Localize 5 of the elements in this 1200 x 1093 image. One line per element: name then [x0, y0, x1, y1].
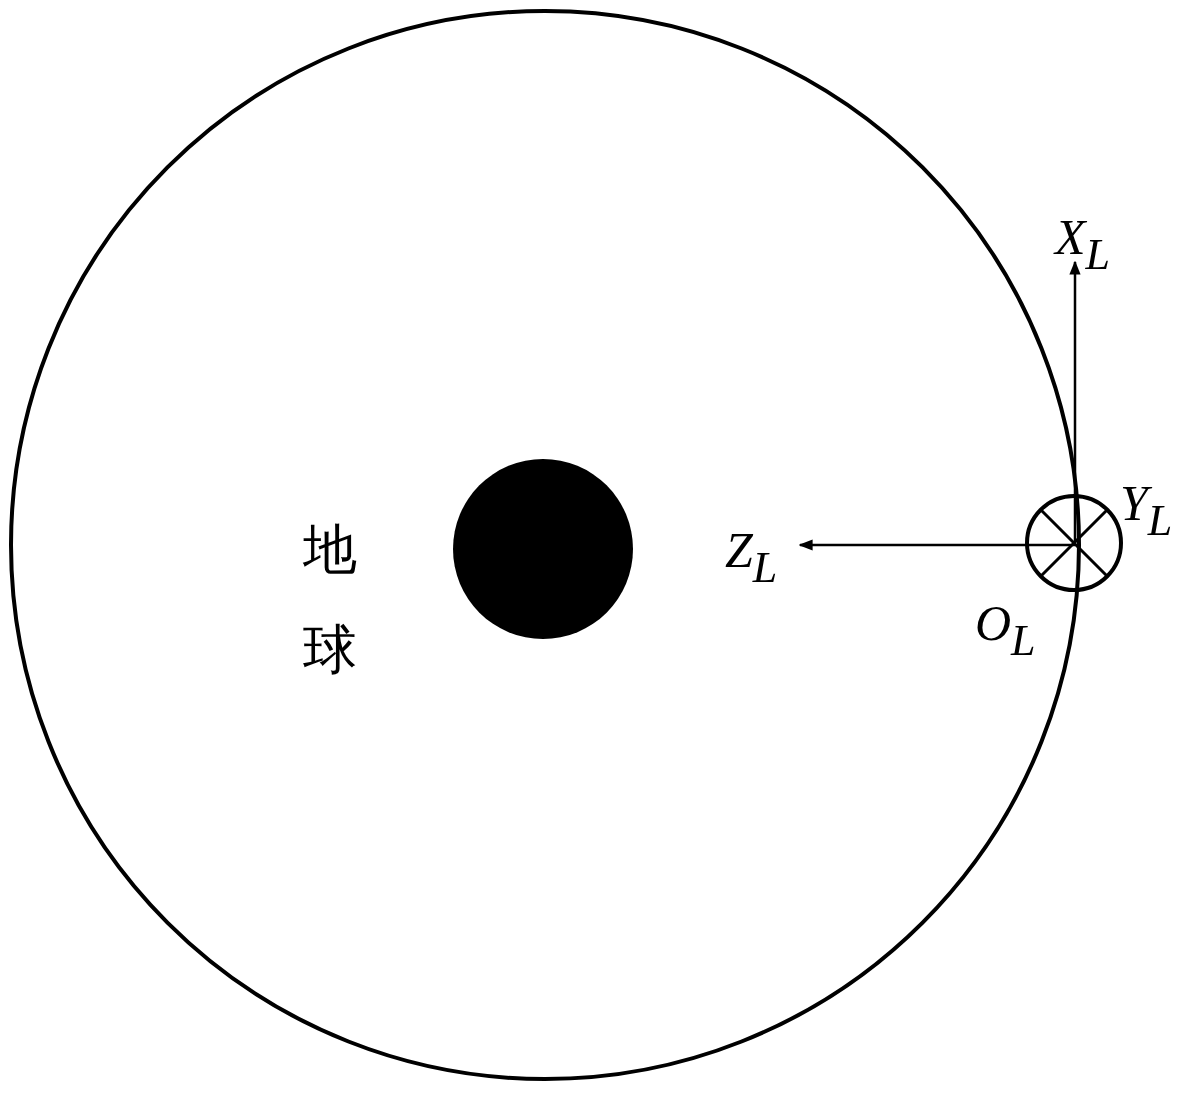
origin-label: O$_{L}$: [975, 598, 1036, 664]
planet-label: 地球: [303, 517, 358, 683]
axis-label: X$_{L}$: [1055, 212, 1111, 278]
axis-label: Y$_{L}$: [1120, 478, 1173, 544]
axis-label: Z$_{L}$: [725, 525, 778, 591]
